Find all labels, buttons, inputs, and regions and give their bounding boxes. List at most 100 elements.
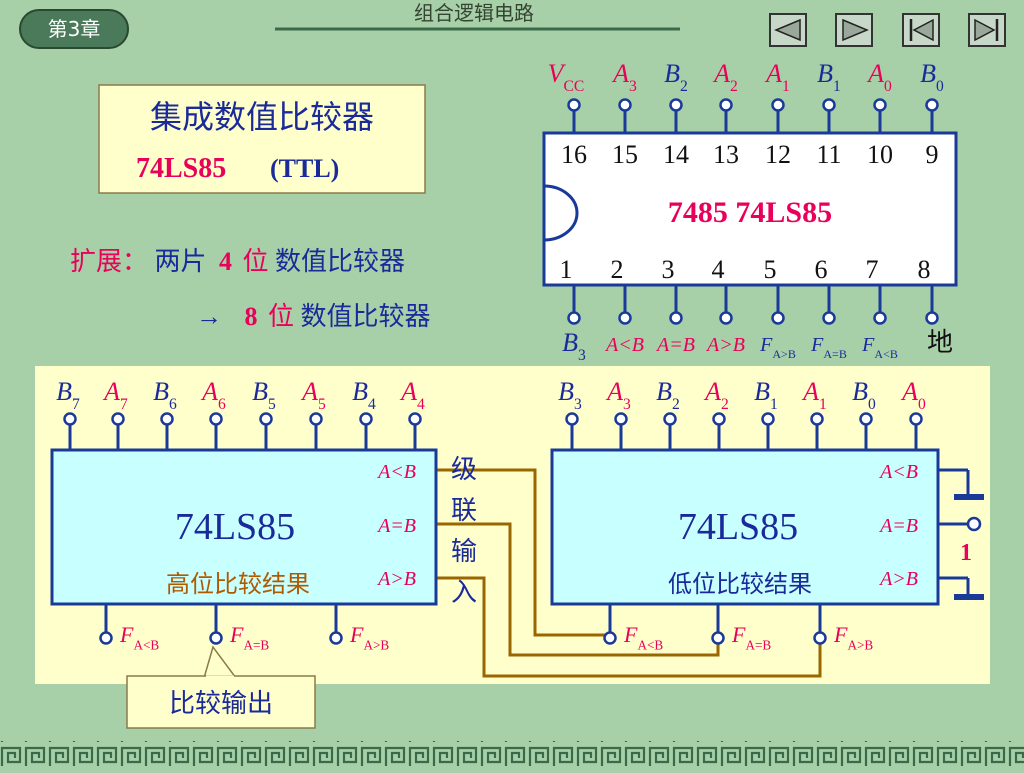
- pin-circle-icon: [669, 311, 683, 325]
- low-input-label-main: A: [801, 377, 819, 406]
- high-input-label: B5: [252, 377, 276, 413]
- low-output-label: FA<B: [623, 622, 663, 653]
- dip-top-pin-label: B2: [664, 59, 688, 95]
- expansion-wei-1: 位: [243, 247, 269, 277]
- pin-circle-icon: [618, 98, 632, 112]
- first-page-button[interactable]: [902, 13, 940, 47]
- dip-pin-number: 3: [662, 255, 675, 284]
- high-chip-output-pins: FA<B FA=B FA>B: [99, 604, 389, 653]
- ground-bar-icon: [954, 494, 984, 500]
- high-output-label: FA=B: [229, 622, 269, 653]
- high-cascade-eq: A=B: [376, 515, 416, 537]
- pin-circle-icon: [859, 412, 873, 426]
- next-button[interactable]: [835, 13, 873, 47]
- triangle-left-icon: [774, 18, 801, 42]
- low-cascade-gt: A>B: [878, 568, 918, 590]
- pin-circle-icon: [669, 98, 683, 112]
- compare-output-callout: 比较输出: [126, 645, 316, 729]
- header: 第3章 组合逻辑电路: [19, 1, 680, 49]
- pin-circle-icon: [99, 631, 113, 645]
- pin-circle-icon: [822, 98, 836, 112]
- prev-button[interactable]: [769, 13, 807, 47]
- high-output-label: FA>B: [349, 622, 389, 653]
- high-input-label-main: B: [252, 377, 268, 406]
- dip-pin-number: 14: [663, 140, 689, 169]
- low-input-label-sub: 2: [721, 396, 729, 413]
- dip-top-pin-label: A2: [712, 59, 738, 95]
- high-cascade-lt: A<B: [376, 461, 416, 483]
- intro-box: 集成数值比较器 74LS85 (TTL): [98, 84, 426, 194]
- nav-bar: [769, 13, 1006, 47]
- high-input-label-sub: 5: [318, 396, 326, 413]
- dip-bottom-pin-label-main: A=B: [655, 334, 695, 356]
- page-title: 组合逻辑电路: [414, 1, 534, 25]
- low-output-label: FA>B: [833, 622, 873, 653]
- dip-bottom-pin-label: FA>B: [759, 334, 796, 361]
- low-input-label: A2: [703, 377, 729, 413]
- dip-top-pin-label-main: B: [664, 59, 680, 88]
- callout-text: 比较输出: [169, 689, 273, 719]
- high-input-label-main: B: [153, 377, 169, 406]
- cascade-input-label: 级 联 输 入: [451, 455, 477, 608]
- expansion-line-2: → 8 位 数值比较器: [196, 302, 431, 332]
- pin-circle-icon: [873, 311, 887, 325]
- expansion-rest-1: 数值比较器: [275, 247, 405, 277]
- expansion-wei-2: 位: [268, 302, 294, 332]
- low-input-label-sub: 3: [574, 396, 582, 413]
- pin-circle-icon: [209, 412, 223, 426]
- low-cascade-lt: A<B: [878, 461, 918, 483]
- pin-circle-icon: [771, 311, 785, 325]
- pin-circle-icon: [603, 631, 617, 645]
- low-input-label: A0: [900, 377, 926, 413]
- dip-pin-number: 8: [918, 255, 931, 284]
- low-output-label-main: F: [623, 622, 638, 647]
- dip-bottom-pin-label-main: F: [861, 334, 875, 356]
- dip-pin-number: 13: [713, 140, 739, 169]
- expansion-label: 扩展：: [70, 247, 148, 277]
- pin-circle-icon: [810, 412, 824, 426]
- high-input-label-sub: 4: [417, 396, 425, 413]
- low-input-label-sub: 2: [672, 396, 680, 413]
- dip-bottom-pin-label-main: F: [810, 334, 824, 356]
- cascade-label-char: 级: [451, 455, 477, 485]
- low-output-label-sub: A<B: [637, 638, 663, 653]
- low-input-label: A1: [801, 377, 827, 413]
- high-input-label: B7: [56, 377, 80, 413]
- high-cascade-gt: A>B: [376, 568, 416, 590]
- low-chip-name: 74LS85: [678, 506, 798, 548]
- expansion-rest-2: 数值比较器: [301, 302, 431, 332]
- pin-circle-icon: [719, 98, 733, 112]
- pin-circle-icon: [909, 412, 923, 426]
- low-cascade-ties: 1: [938, 468, 984, 600]
- low-input-label: A3: [605, 377, 631, 413]
- pin-circle-icon: [359, 412, 373, 426]
- dip-bottom-pin-label: A>B: [705, 334, 745, 356]
- dip-bottom-pin-label: B3: [562, 328, 586, 364]
- low-chip-caption: 低位比较结果: [668, 570, 812, 598]
- high-input-label-main: A: [102, 377, 120, 406]
- ground-bar-icon: [954, 594, 984, 600]
- high-output-label-sub: A=B: [243, 638, 269, 653]
- last-page-button[interactable]: [968, 13, 1006, 47]
- pin-circle-icon: [408, 412, 422, 426]
- dip-bottom-pin-label-main: F: [759, 334, 773, 356]
- dip-pin-number: 12: [765, 140, 791, 169]
- dip-top-pin-label-sub: 3: [629, 78, 637, 95]
- dip-bottom-pin-label-main: A<B: [604, 334, 644, 356]
- pin-circle-icon: [565, 412, 579, 426]
- dip-pin-number: 1: [560, 255, 573, 284]
- dip-top-pin-label: B1: [817, 59, 841, 95]
- dip-bottom-pin-label-main: 地: [927, 328, 953, 357]
- last-page-icon: [974, 18, 999, 42]
- expansion-num-4: 4: [219, 247, 232, 276]
- dip-pin-number: 15: [612, 140, 638, 169]
- dip-top-pin-label-main: B: [920, 59, 936, 88]
- dip-pin-number: 4: [712, 255, 725, 284]
- high-output-label: FA<B: [119, 622, 159, 653]
- dip-top-pin-label-sub: 0: [884, 78, 892, 95]
- dip-bottom-pin-label-sub: A<B: [874, 347, 897, 361]
- dip-top-pin-label: A1: [764, 59, 790, 95]
- low-input-label-sub: 3: [623, 396, 631, 413]
